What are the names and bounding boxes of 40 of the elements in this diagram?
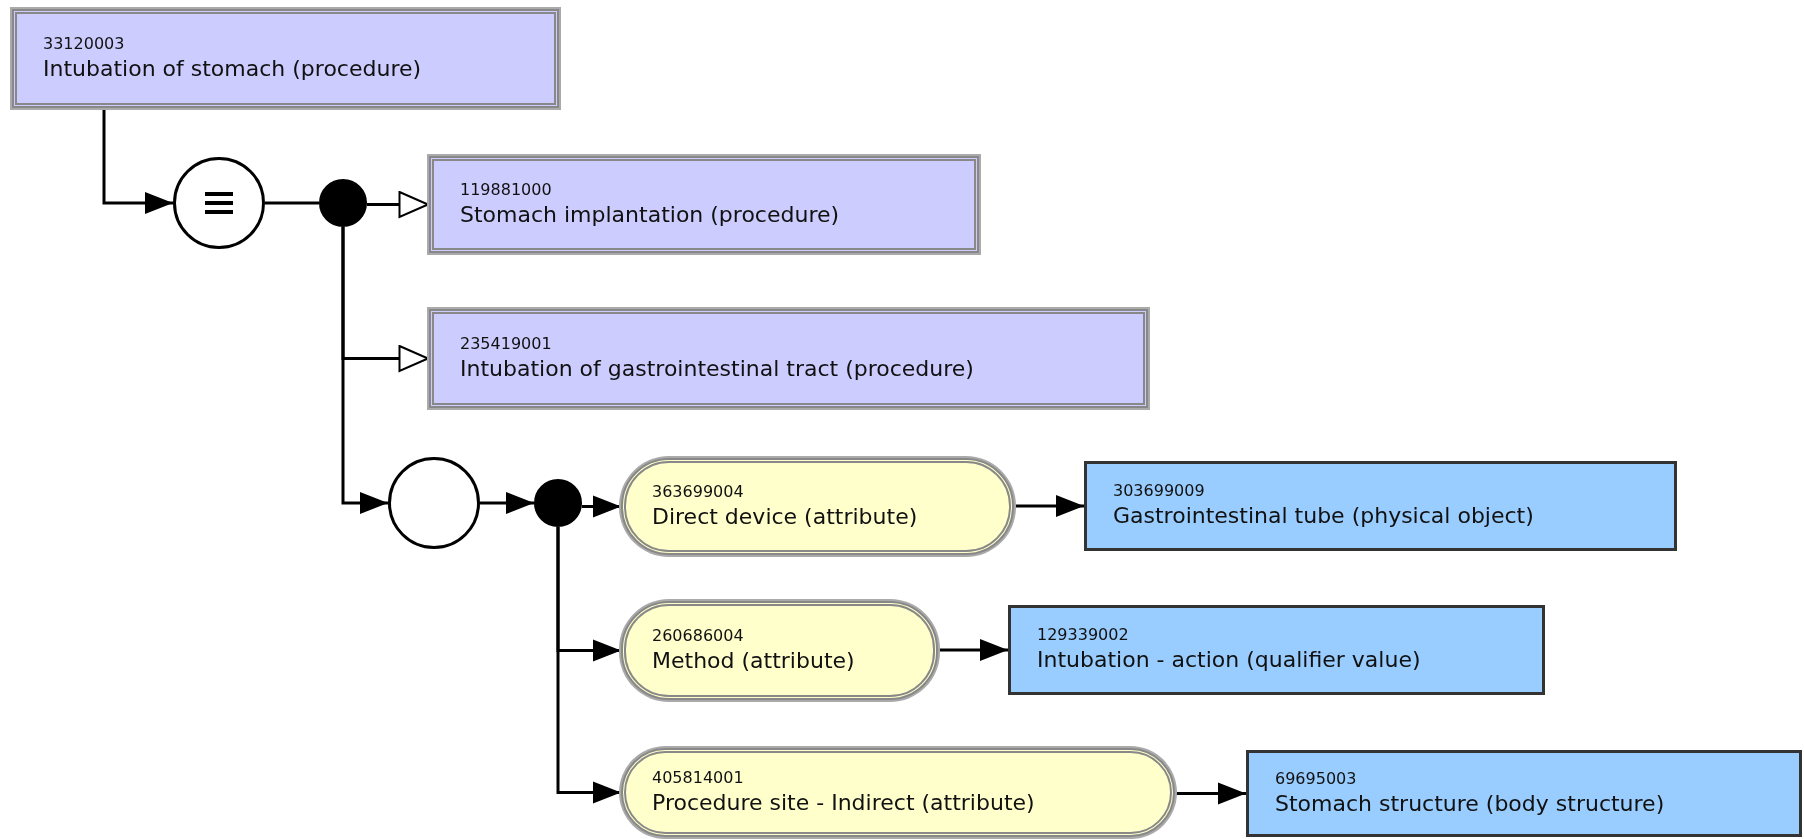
concept-name: Stomach structure (body structure)	[1275, 789, 1666, 818]
concept-id: 405814001	[652, 767, 745, 789]
connector-arrow	[367, 191, 429, 218]
connector-arrow	[102, 108, 173, 214]
concept-box	[429, 309, 1148, 408]
concept-name: Intubation of gastrointestinal tract (procedure)	[460, 354, 975, 383]
concept-id: 69695003	[1275, 768, 1358, 790]
attribute-pill	[621, 601, 938, 700]
connector-arrow	[1014, 495, 1084, 517]
concept-id: 363699004	[652, 481, 745, 503]
concept-name: Stomach implantation (procedure)	[460, 200, 841, 229]
concept-name: Intubation - action (qualifier value)	[1037, 646, 1422, 675]
concept-id: 303699009	[1113, 481, 1206, 503]
connector-arrow	[938, 639, 1008, 661]
concept-id: 33120003	[43, 33, 126, 55]
concept-id: 235419001	[460, 333, 553, 355]
attribute-pill	[621, 458, 1014, 555]
concept-id: 119881000	[460, 179, 553, 201]
connector-arrow	[1175, 782, 1246, 805]
concept-name: Gastrointestinal tube (physical object)	[1113, 502, 1535, 531]
definition-circle	[173, 157, 265, 249]
concept-box	[12, 9, 559, 108]
junction-dot	[319, 179, 367, 227]
concept-name: Intubation of stomach (procedure)	[43, 54, 423, 83]
concept-id: 129339002	[1037, 625, 1130, 647]
group-circle	[388, 457, 480, 549]
value-box	[1008, 605, 1545, 695]
value-box	[1246, 750, 1802, 837]
attribute-pill	[621, 748, 1175, 837]
value-box	[1084, 461, 1677, 551]
concept-box	[429, 156, 979, 253]
concept-name: Method (attribute)	[652, 646, 856, 675]
connector-arrow	[341, 227, 388, 514]
concept-name: Direct device (attribute)	[652, 502, 919, 531]
junction-dot	[534, 479, 582, 527]
concept-id: 260686004	[652, 625, 745, 647]
connector-arrow	[582, 495, 621, 518]
concept-name: Procedure site - Indirect (attribute)	[652, 788, 1036, 817]
connector-arrow	[480, 492, 534, 514]
connector-arrow	[556, 527, 621, 804]
